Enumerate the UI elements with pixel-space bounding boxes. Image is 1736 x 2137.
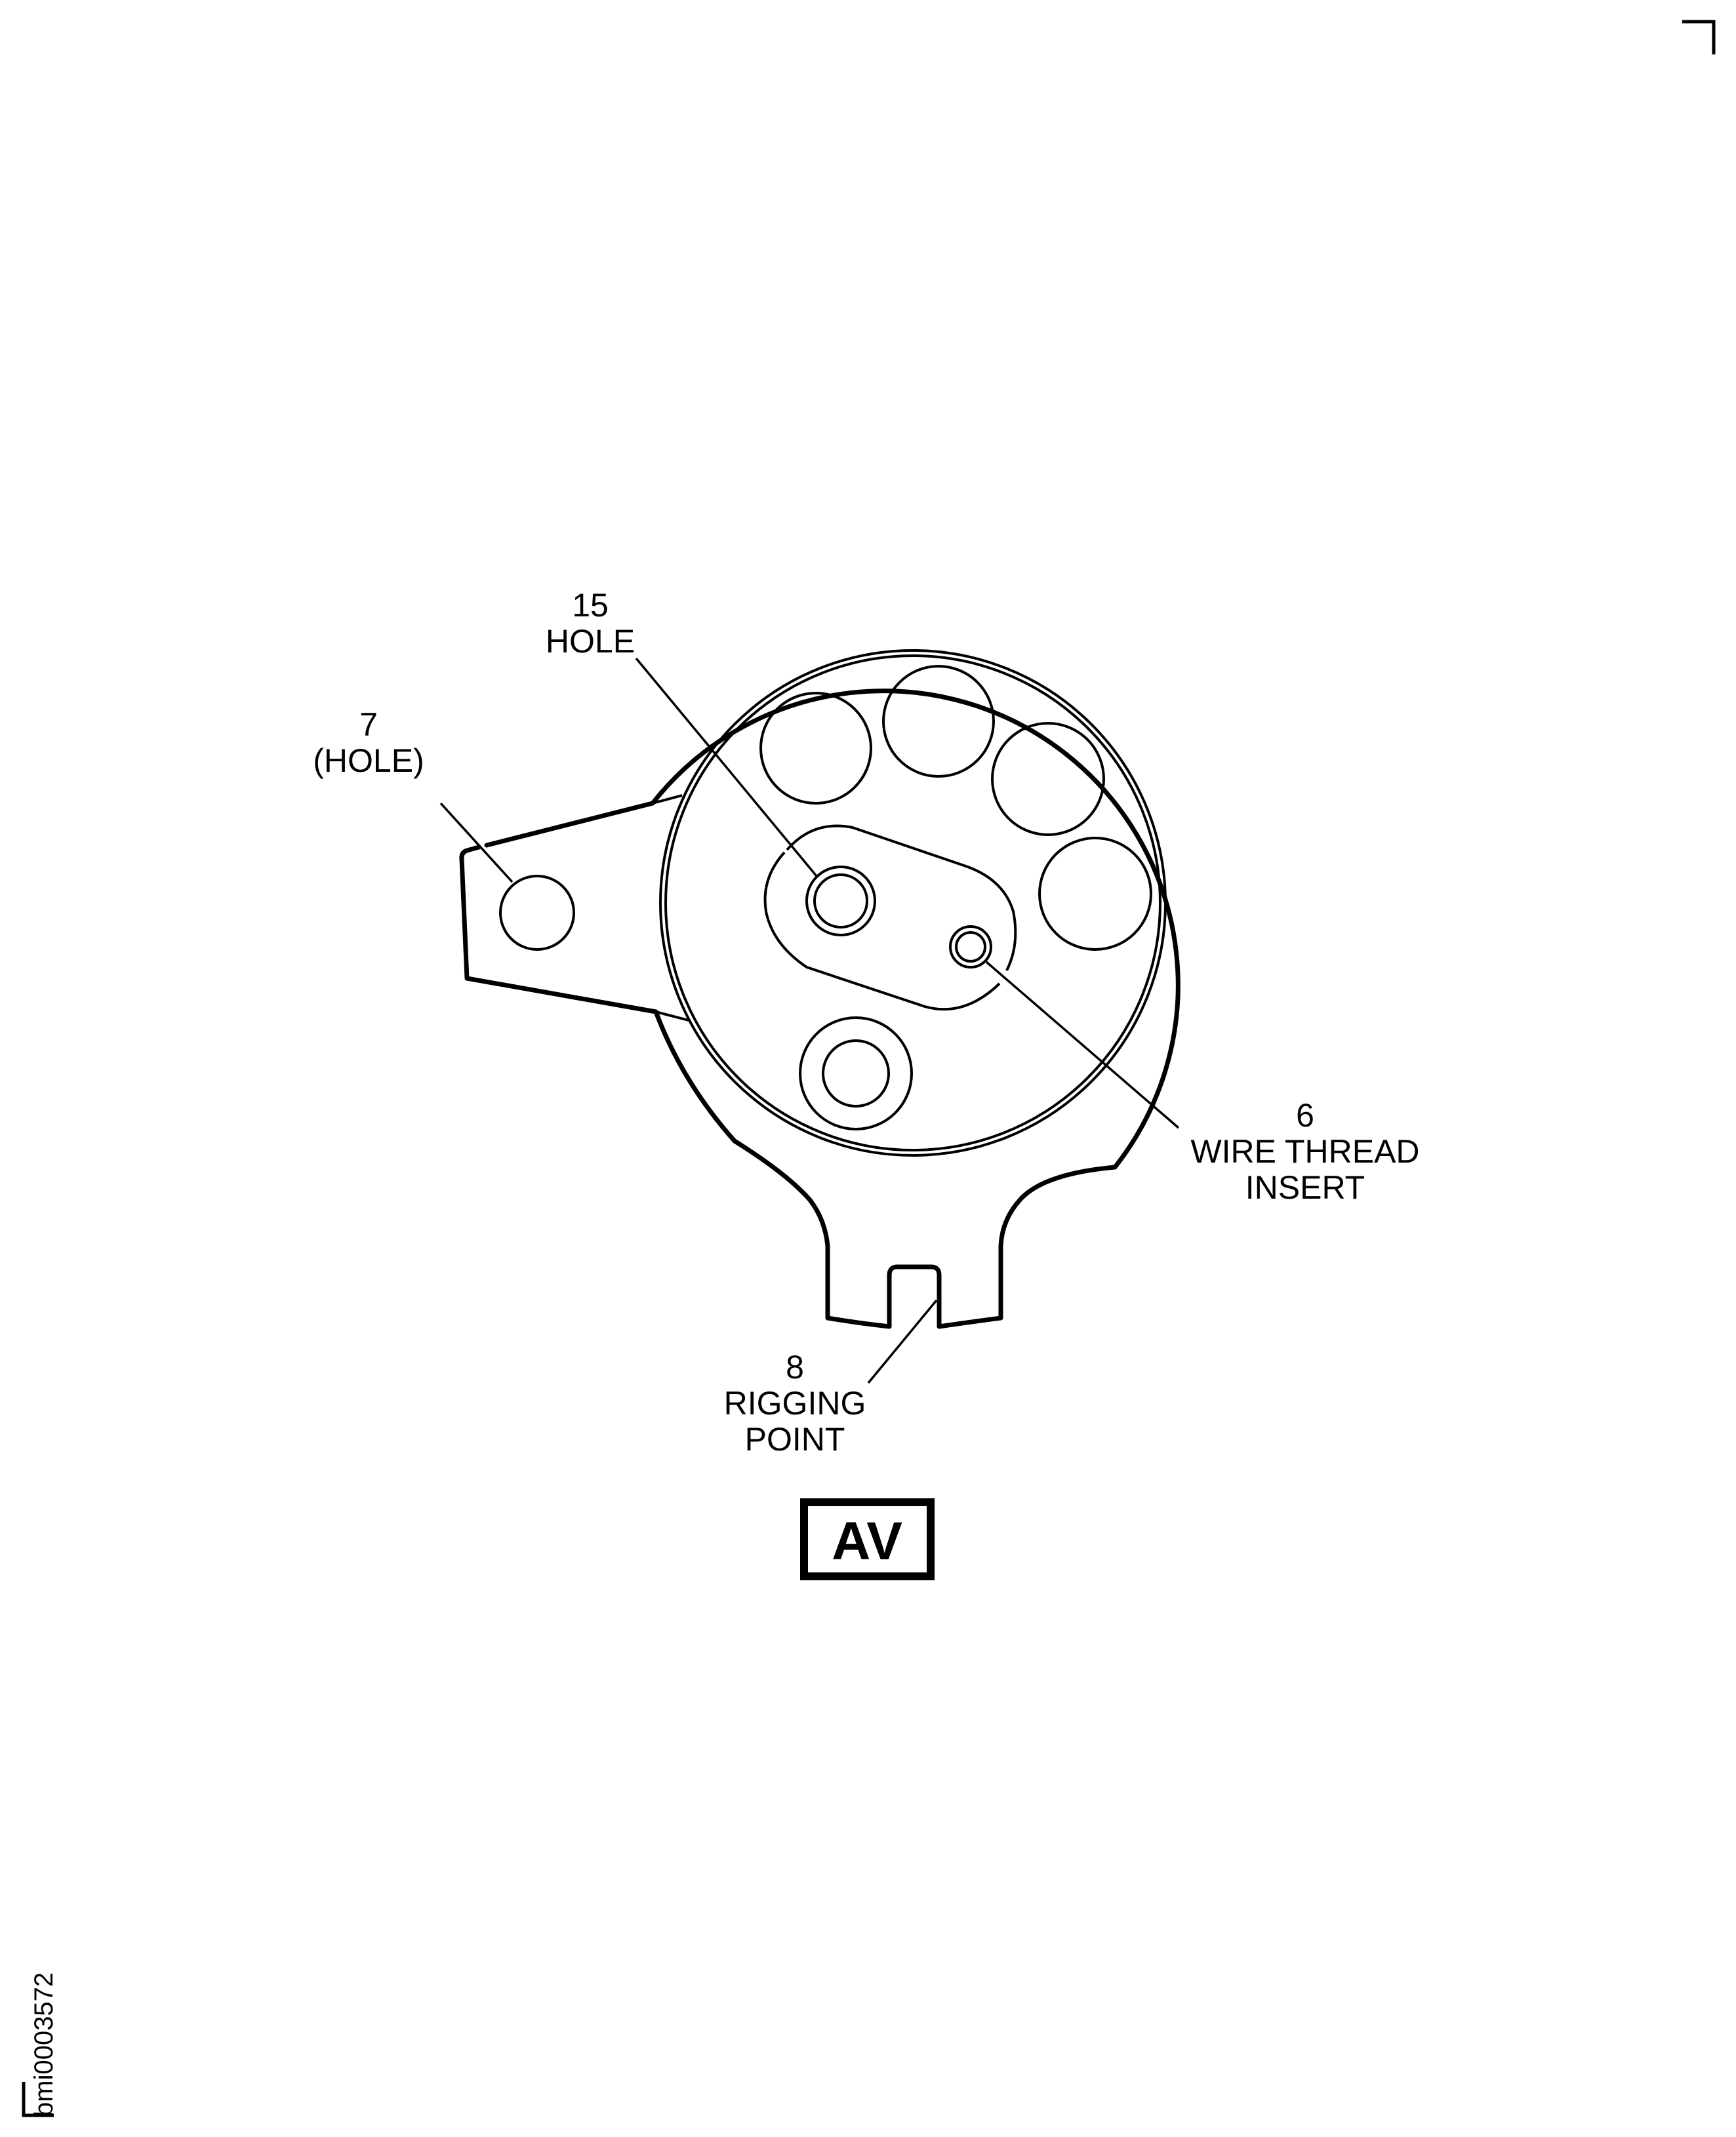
callout-text: POINT — [745, 1421, 845, 1458]
callout-text: (HOLE) — [313, 742, 424, 779]
part-drawing — [459, 649, 1181, 1329]
left-tab-outline — [459, 801, 658, 1014]
lobe-plate-outline — [763, 824, 1017, 1011]
callout-number: 15 — [572, 587, 609, 624]
center-hole-inner — [813, 873, 868, 929]
callout-number: 7 — [359, 706, 378, 743]
callout-number: 6 — [1296, 1097, 1314, 1134]
callout-15: 15 HOLE — [546, 587, 635, 660]
inner-ring-outer — [659, 649, 1167, 1157]
leader-line-7 — [439, 802, 514, 883]
callout-text: WIRE THREAD — [1190, 1133, 1419, 1170]
hole-4 — [1038, 837, 1152, 951]
view-label: AV — [800, 1498, 935, 1580]
wire-thread-insert-outer — [949, 925, 992, 969]
callout-text: INSERT — [1245, 1169, 1365, 1206]
boss-outer — [799, 1016, 913, 1130]
center-hole-outer — [805, 866, 876, 936]
view-label-text: AV — [832, 1511, 902, 1571]
hole-2 — [882, 665, 995, 778]
hole-3 — [991, 722, 1105, 836]
wire-thread-insert-inner — [955, 931, 986, 963]
tab-hole — [499, 875, 575, 951]
callout-8: 8 RIGGING POINT — [724, 1349, 866, 1458]
leader-line-6 — [985, 961, 1180, 1129]
figure-id: bmi0003572 — [30, 1972, 58, 2117]
callout-7: 7 (HOLE) — [313, 706, 424, 779]
callout-text: RIGGING — [724, 1385, 866, 1422]
callout-text: HOLE — [546, 623, 635, 660]
corner-mark-bottom-left — [22, 2082, 54, 2117]
inner-ring-inner — [664, 654, 1161, 1151]
callout-number: 8 — [786, 1349, 804, 1386]
hole-1 — [759, 692, 872, 805]
callout-6: 6 WIRE THREAD INSERT — [1190, 1097, 1419, 1206]
boss-inner — [822, 1039, 890, 1108]
corner-mark-top-right — [1682, 20, 1716, 54]
leader-line-15 — [635, 657, 818, 877]
outer-body-outline — [650, 689, 1181, 1329]
leader-line-8 — [867, 1299, 938, 1384]
